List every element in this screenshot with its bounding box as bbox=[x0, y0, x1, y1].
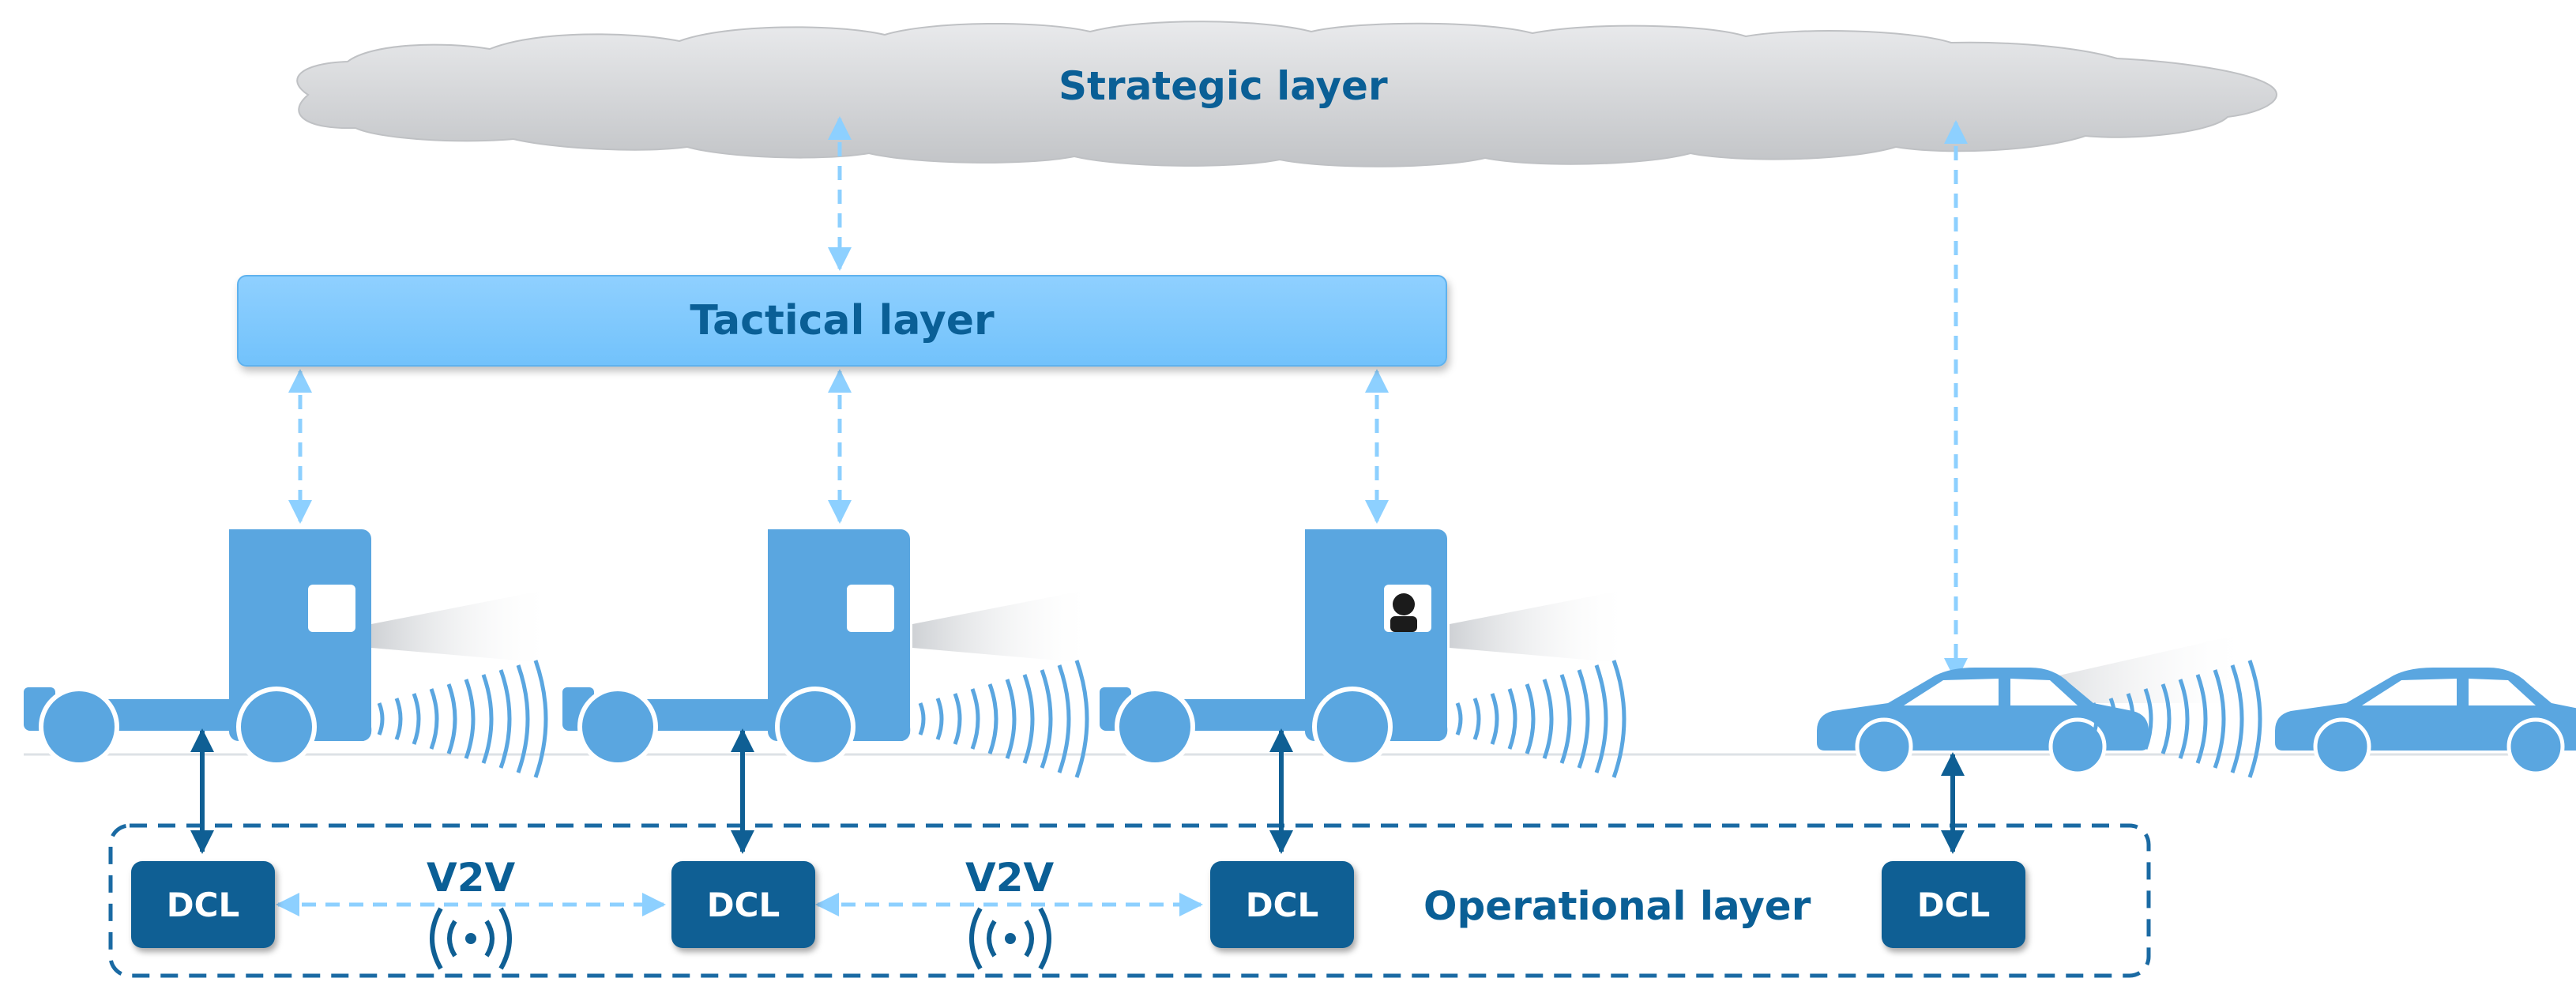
wireless-signal-icon bbox=[379, 660, 546, 777]
truck-icon bbox=[24, 529, 371, 765]
truck-icon bbox=[562, 529, 910, 765]
v2v-label: V2V bbox=[427, 855, 516, 901]
tactical-layer-bar: Tactical layer bbox=[237, 275, 1447, 367]
truck-icon bbox=[1100, 529, 1447, 765]
cloud-icon bbox=[296, 21, 2277, 167]
dcl-node: DCL bbox=[1882, 861, 2025, 948]
driver-icon bbox=[1390, 593, 1417, 632]
strategic-layer-label: Strategic layer bbox=[1059, 63, 1388, 109]
dcl-node: DCL bbox=[1210, 861, 1354, 948]
tactical-truck-links bbox=[288, 369, 1389, 524]
wireless-signal-icon bbox=[1457, 660, 1624, 777]
operational-layer-label: Operational layer bbox=[1423, 883, 1811, 929]
wireless-signal-icon bbox=[972, 909, 1049, 969]
tactical-layer-label: Tactical layer bbox=[690, 297, 995, 344]
wireless-signal-icon bbox=[432, 909, 510, 969]
wireless-signal-icon bbox=[920, 660, 1087, 777]
dcl-node: DCL bbox=[131, 861, 275, 948]
vehicle-dcl-links bbox=[190, 728, 1965, 854]
v2v-label: V2V bbox=[965, 855, 1055, 901]
dcl-node: DCL bbox=[671, 861, 815, 948]
car-icon bbox=[2275, 668, 2576, 773]
operational-layer-box bbox=[108, 823, 2151, 978]
